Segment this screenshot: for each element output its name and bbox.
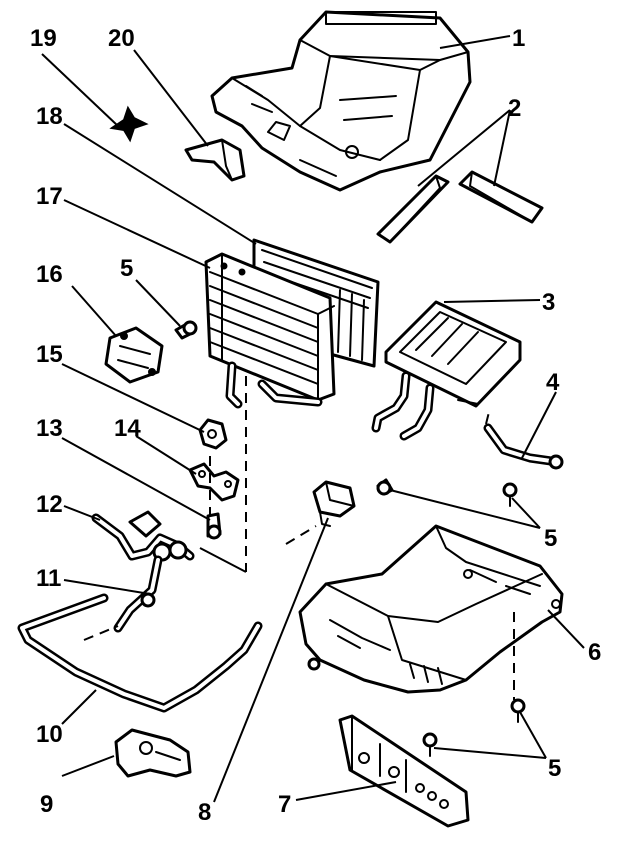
callout-8: 8 (198, 799, 211, 826)
part-3-heater-core (371, 300, 522, 441)
callout-2: 2 (508, 95, 521, 122)
callout-11: 11 (36, 565, 61, 592)
part-6-lower-case (298, 524, 564, 694)
callout-6: 6 (588, 639, 601, 666)
callout-labels: 1 2 3 4 5 5 5 6 7 8 9 10 11 12 13 14 15 … (30, 25, 601, 826)
part-19-clip (109, 105, 149, 143)
part-5-screws (174, 320, 526, 757)
part-20-bracket (184, 138, 246, 182)
callout-16: 16 (36, 261, 63, 288)
callout-13: 13 (36, 415, 63, 442)
part-2-seals (376, 170, 544, 244)
part-1-upper-case (210, 10, 472, 192)
part-7-bracket (338, 714, 470, 828)
callout-15: 15 (36, 341, 63, 368)
callout-3: 3 (542, 289, 555, 316)
part-13-screw (206, 512, 222, 540)
part-9-actuator (114, 728, 192, 778)
callout-7: 7 (278, 791, 291, 818)
part-14-bracket (188, 462, 240, 502)
callout-14: 14 (114, 415, 141, 442)
part-11-pipe (113, 555, 163, 633)
part-12-hose (91, 510, 195, 562)
assembly-guides (83, 376, 515, 700)
part-4-rod (483, 423, 564, 470)
callout-20: 20 (108, 25, 135, 52)
callout-5-right: 5 (544, 525, 557, 552)
part-16-bracket (104, 326, 164, 384)
callout-19: 19 (30, 25, 57, 52)
callout-12: 12 (36, 491, 63, 518)
callout-4: 4 (546, 369, 560, 396)
callout-17: 17 (36, 183, 63, 210)
callout-1: 1 (512, 25, 525, 52)
callout-10: 10 (36, 721, 63, 748)
part-17-evaporator (204, 252, 336, 409)
callout-18: 18 (36, 103, 63, 130)
part-8-resistor (312, 480, 356, 527)
callout-5-bottom: 5 (548, 755, 561, 782)
part-15-valve (198, 418, 228, 450)
part-10-hose (17, 593, 263, 713)
callout-9: 9 (40, 791, 53, 818)
leader-lines (41, 35, 585, 803)
callout-5-left: 5 (120, 255, 133, 282)
